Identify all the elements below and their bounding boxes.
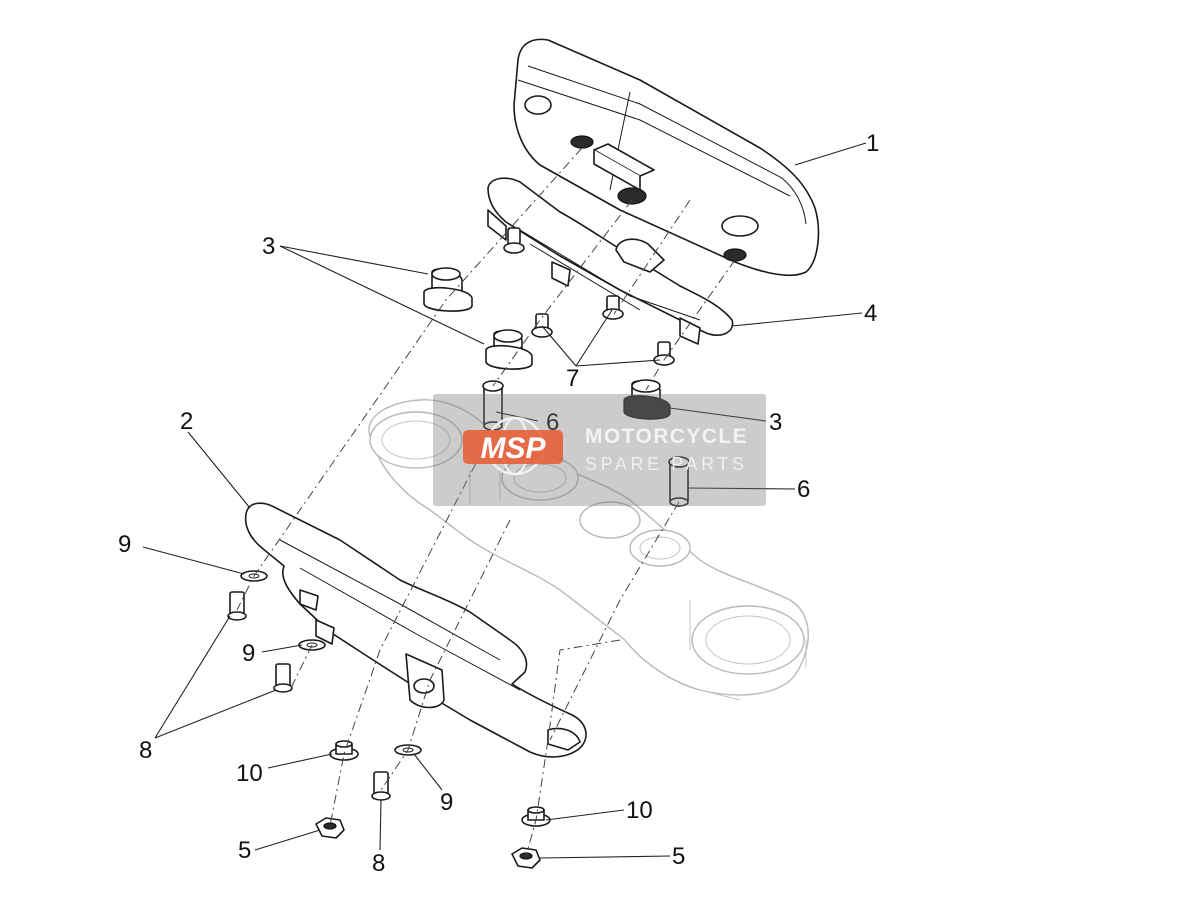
watermark-line-2: SPARE PARTS: [585, 454, 748, 474]
callout-6-right: 6: [797, 476, 810, 503]
callout-2: 2: [180, 408, 193, 435]
watermark-line-1: MOTORCYCLE: [585, 425, 748, 448]
callout-8-bottom: 8: [372, 850, 385, 877]
bracket-lower: [244, 502, 587, 758]
msp-logo-icon: MSP: [463, 416, 563, 476]
callout-1: 1: [866, 130, 879, 157]
screws-small: [503, 227, 675, 366]
bracket-upper: [487, 177, 734, 345]
callout-9-top: 9: [118, 531, 131, 558]
callout-5-left: 5: [238, 837, 251, 864]
instrument-cluster: [513, 38, 820, 276]
callout-9-middle: 9: [242, 640, 255, 667]
bolt-long-right: [668, 456, 690, 507]
msp-badge-box: [463, 430, 563, 464]
callouts: 1 2 3 3 4 5 5 6 6 7 8 8 9 9 9 10 10: [118, 130, 879, 877]
callout-10-right: 10: [626, 797, 653, 824]
callout-6-top: 6: [546, 409, 559, 436]
callout-8-left: 8: [139, 737, 152, 764]
pins-short: [227, 591, 391, 801]
watermark: MSP MOTORCYCLE SPARE PARTS: [433, 394, 766, 506]
callout-3-right: 3: [769, 409, 782, 436]
triple-clamp-ghost: [368, 399, 809, 701]
callout-9-bottom: 9: [440, 789, 453, 816]
callout-5-right: 5: [672, 843, 685, 870]
grommet-center: [485, 329, 533, 370]
callout-3-left: 3: [262, 233, 275, 260]
assembly-axes: [236, 147, 736, 857]
callout-4: 4: [864, 300, 877, 327]
callout-7: 7: [566, 365, 579, 392]
msp-badge-text: MSP: [480, 432, 546, 465]
callout-10-left: 10: [236, 760, 263, 787]
leader-lines: [142, 142, 867, 859]
nuts: [315, 817, 541, 869]
grommet-right: [623, 379, 671, 420]
washers: [240, 570, 422, 756]
grommet-left: [423, 267, 473, 312]
